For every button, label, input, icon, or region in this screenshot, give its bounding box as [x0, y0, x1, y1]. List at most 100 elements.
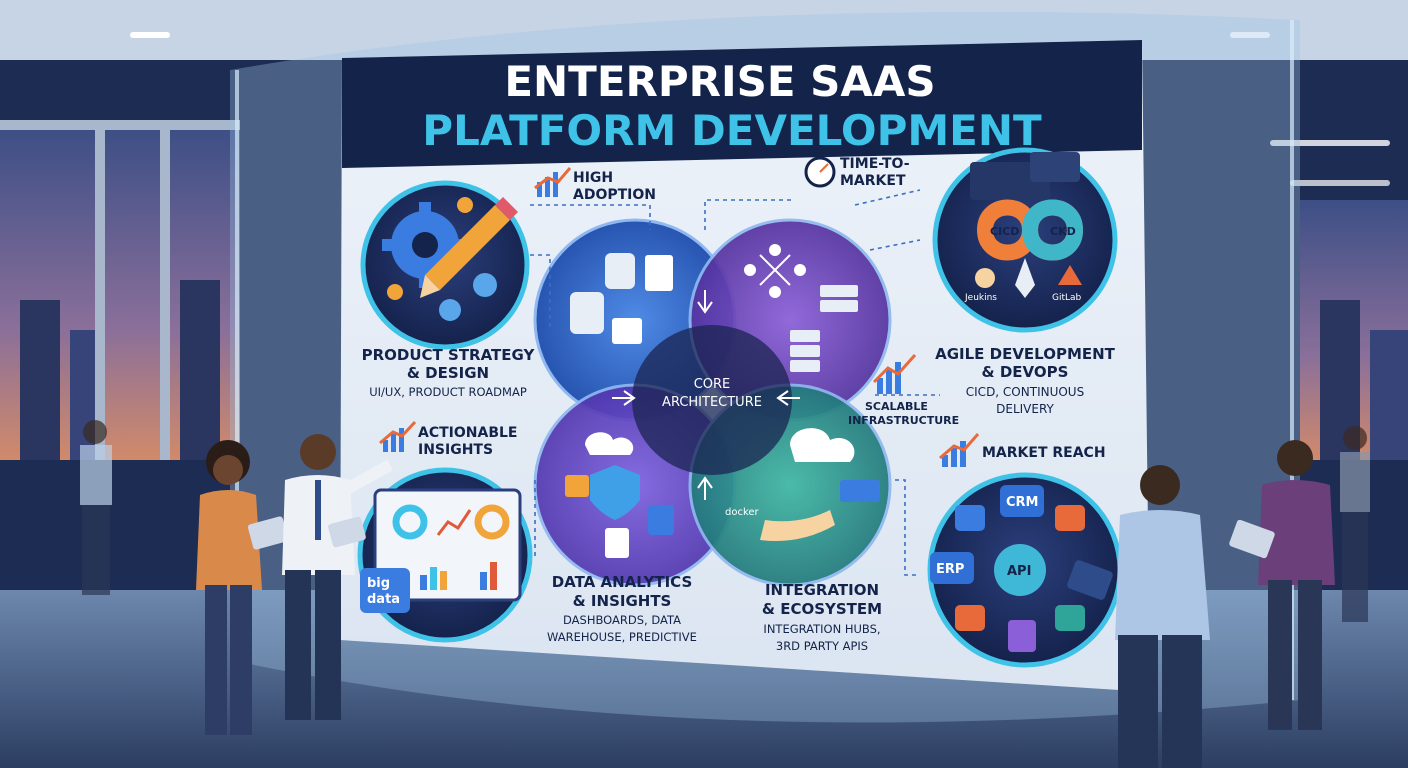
erp-icon [930, 552, 974, 584]
erp-label: ERP [936, 562, 964, 577]
cloud-icon [585, 432, 634, 455]
connector-icon [1055, 605, 1085, 631]
integration-disc: API CRM ERP [927, 472, 1123, 668]
shield-icon [590, 465, 640, 520]
user-icon [439, 299, 461, 321]
trend-up-icon [872, 353, 917, 394]
outcome-actionable-2: INSIGHTS [418, 442, 493, 458]
infinity-loop-icon [976, 199, 1084, 261]
document-icon [605, 528, 629, 558]
product-title-2: & DESIGN [407, 364, 489, 382]
document-icon [645, 255, 673, 291]
trend-up-icon [939, 433, 980, 467]
title-banner [342, 40, 1142, 168]
trend-up-icon [534, 167, 572, 197]
bar-chart-icon [420, 562, 497, 590]
product-subtitle: UI/UX, PRODUCT ROADMAP [369, 385, 527, 399]
arrow-down-icon [697, 290, 713, 314]
cloud-icon [955, 505, 985, 531]
agile-title-2: & DEVOPS [982, 363, 1069, 381]
analytics-subtitle-1: DASHBOARDS, DATA [563, 613, 681, 627]
left-windows [0, 120, 240, 460]
gitlab-label: GitLab [1052, 293, 1082, 303]
cicd-left-label: CICD [990, 225, 1019, 238]
venn-diagram: docker CORE ARCHITECTURE [533, 218, 892, 587]
integration-subtitle-1: INTEGRATION HUBS, [763, 622, 880, 636]
product-title-1: PRODUCT STRATEGY [362, 346, 536, 364]
outcome-adoption-2: ADOPTION [573, 187, 656, 203]
person-man-presenting [282, 434, 393, 720]
api-hub-icon [994, 544, 1046, 596]
big-data-icon [360, 568, 410, 613]
arrow-left-icon [776, 390, 800, 406]
outcome-actionable-1: ACTIONABLE [418, 425, 517, 441]
outcome-ttm-2: MARKET [840, 173, 906, 189]
pencil-icon [420, 197, 518, 298]
donut-chart-icon [474, 504, 510, 540]
outcome-scalable-2: INFRASTRUCTURE [848, 414, 959, 427]
core-line-2: ARCHITECTURE [662, 395, 762, 410]
hand-icon [760, 510, 835, 541]
mail-icon [955, 605, 985, 631]
big-data-label-2: data [367, 592, 400, 607]
user-icon [473, 273, 497, 297]
analytics-title-2: & INSIGHTS [573, 592, 672, 610]
donut-chart-icon [392, 504, 428, 540]
small-gear-icon [387, 284, 403, 300]
docker-label: docker [725, 507, 760, 518]
outcome-ttm-1: TIME-TO- [840, 156, 910, 172]
person-woman-with-tablet [196, 440, 289, 735]
user-shield-icon [648, 505, 674, 535]
database-icon [570, 253, 635, 334]
jenkins-label: Jeukins [964, 293, 997, 303]
outcome-market-reach: MARKET REACH [982, 445, 1106, 461]
arrow-up-icon [697, 476, 713, 500]
stopwatch-icon [804, 156, 836, 188]
lock-icon [565, 475, 589, 497]
core-line-1: CORE [694, 377, 731, 392]
network-icon [744, 244, 806, 298]
person-man-with-tablet-center [1067, 465, 1210, 768]
cicd-right-label: CKD [1050, 225, 1076, 238]
rocket-icon [1015, 258, 1035, 298]
crm-label: CRM [1006, 495, 1039, 510]
background-office-workers [80, 420, 1370, 622]
agile-devops-disc: CICD CKD Jeukins GitLab [932, 147, 1118, 333]
crm-icon [1000, 485, 1044, 517]
agile-title-1: AGILE DEVELOPMENT [935, 345, 1116, 363]
server-rack-icon [790, 285, 858, 372]
product-strategy-disc [360, 180, 530, 350]
integration-title-2: & ECOSYSTEM [762, 600, 882, 618]
title-line-2: PLATFORM DEVELOPMENT [422, 106, 1042, 155]
integration-title-1: INTEGRATION [765, 581, 879, 599]
outcome-adoption-1: HIGH [573, 170, 613, 186]
arrow-right-icon [612, 390, 636, 406]
integration-subtitle-2: 3RD PARTY APIS [776, 639, 868, 653]
trend-up-icon [379, 420, 417, 452]
analytics-subtitle-2: WAREHOUSE, PREDICTIVE [547, 630, 697, 644]
analytics-dashboard: big data [357, 467, 533, 643]
analytics-title-1: DATA ANALYTICS [552, 573, 693, 591]
dashed-connectors [530, 189, 940, 576]
outcome-scalable-1: SCALABLE [865, 400, 928, 413]
agile-subtitle-1: CICD, CONTINUOUS [966, 385, 1084, 399]
small-gear-icon [457, 197, 473, 213]
agile-subtitle-2: DELIVERY [996, 402, 1054, 416]
title-line-1: ENTERPRISE SAAS [504, 57, 935, 106]
document-icon [1008, 620, 1036, 652]
container-icon [840, 480, 880, 502]
core-center [632, 325, 792, 475]
big-data-label-1: big [367, 576, 390, 591]
cloud-icon [790, 428, 855, 462]
right-windows [1300, 200, 1408, 460]
jenkins-icon [975, 268, 995, 288]
api-label: API [1007, 564, 1031, 579]
gitlab-icon [1058, 265, 1082, 285]
person-man-purple-sweater [1229, 440, 1335, 730]
ceiling-lights [130, 32, 1390, 186]
chat-icon [1055, 505, 1085, 531]
chart-icon [612, 318, 642, 344]
line-chart-icon [436, 509, 472, 536]
